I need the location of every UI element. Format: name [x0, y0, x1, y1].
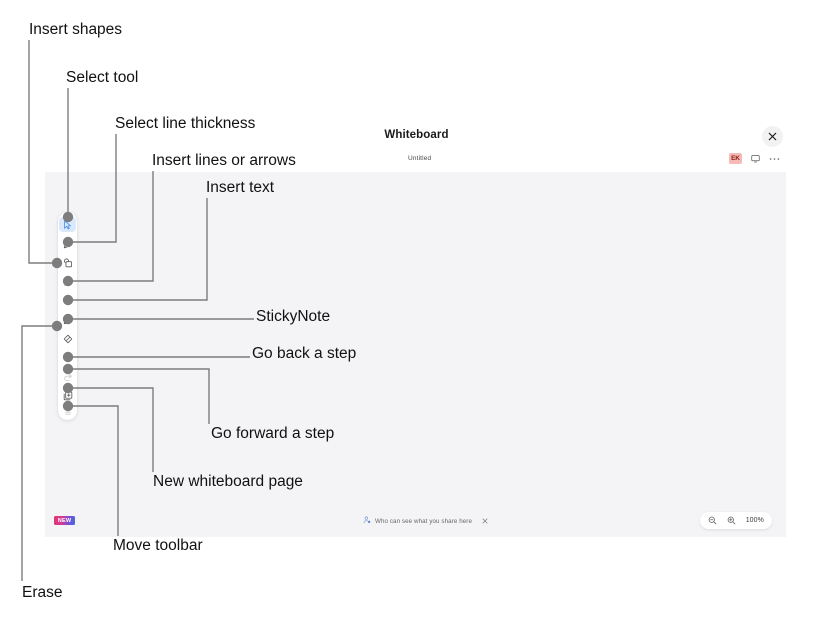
callout-label-go-back-a-step: Go back a step	[252, 345, 357, 362]
sticky-note-icon	[63, 315, 73, 325]
text-tool[interactable]	[59, 293, 76, 308]
cursor-arrow-icon	[63, 219, 72, 230]
callout-label-stickynote: StickyNote	[256, 308, 331, 325]
eraser-tool[interactable]	[59, 331, 76, 346]
callout-label-erase: Erase	[22, 584, 63, 601]
callout-label-insert-shapes: Insert shapes	[29, 21, 123, 38]
copy-pages-icon	[63, 391, 73, 401]
close-icon	[768, 132, 777, 141]
sticky-note-tool[interactable]	[59, 312, 76, 327]
undo-button[interactable]	[59, 350, 76, 365]
more-horizontal-icon[interactable]	[769, 157, 780, 161]
line-tool[interactable]	[59, 274, 76, 289]
callout-label-move-toolbar: Move toolbar	[113, 537, 203, 554]
share-notice-text: Who can see what you share here	[375, 517, 472, 525]
callout-label-go-forward-a-step: Go forward a step	[211, 425, 335, 442]
callout-label-insert-text: Insert text	[206, 179, 275, 196]
close-small-icon[interactable]	[482, 518, 488, 524]
pencil-icon	[63, 239, 73, 249]
new-feature-badge: NEW	[54, 516, 75, 525]
callout-label-new-whiteboard-page: New whiteboard page	[153, 473, 303, 490]
subbar-actions: EK	[729, 153, 780, 164]
new-page-button[interactable]	[59, 388, 76, 403]
close-button[interactable]	[762, 126, 783, 147]
callout-label-select-tool: Select tool	[66, 69, 139, 86]
line-icon	[63, 277, 73, 287]
move-toolbar-handle[interactable]	[59, 405, 76, 420]
zoom-controls: 100%	[699, 512, 772, 529]
eraser-icon	[63, 334, 73, 344]
whiteboard-toolbar	[58, 212, 77, 420]
pen-tool[interactable]	[59, 236, 76, 251]
callout-label-select-line-thickness: Select line thickness	[115, 115, 256, 132]
select-tool[interactable]	[59, 217, 76, 232]
document-subbar: Untitled EK	[45, 150, 786, 172]
monitor-icon[interactable]	[751, 154, 760, 163]
shapes-icon	[63, 257, 73, 268]
shapes-tool[interactable]	[59, 255, 76, 270]
text-t-icon	[63, 296, 73, 306]
document-name[interactable]: Untitled	[408, 155, 432, 162]
zoom-in-icon[interactable]	[727, 516, 736, 525]
zoom-out-icon[interactable]	[708, 516, 717, 525]
drag-handle-icon	[63, 409, 73, 417]
window-title: Whiteboard	[384, 129, 449, 141]
undo-arrow-icon	[63, 353, 73, 363]
avatar[interactable]: EK	[729, 153, 742, 164]
redo-button[interactable]	[59, 369, 76, 384]
redo-arrow-icon	[63, 372, 73, 382]
callout-label-insert-lines-arrows: Insert lines or arrows	[152, 152, 296, 169]
share-notice: Who can see what you share here	[363, 515, 488, 527]
zoom-level: 100%	[745, 517, 764, 524]
person-shield-icon	[363, 516, 371, 526]
